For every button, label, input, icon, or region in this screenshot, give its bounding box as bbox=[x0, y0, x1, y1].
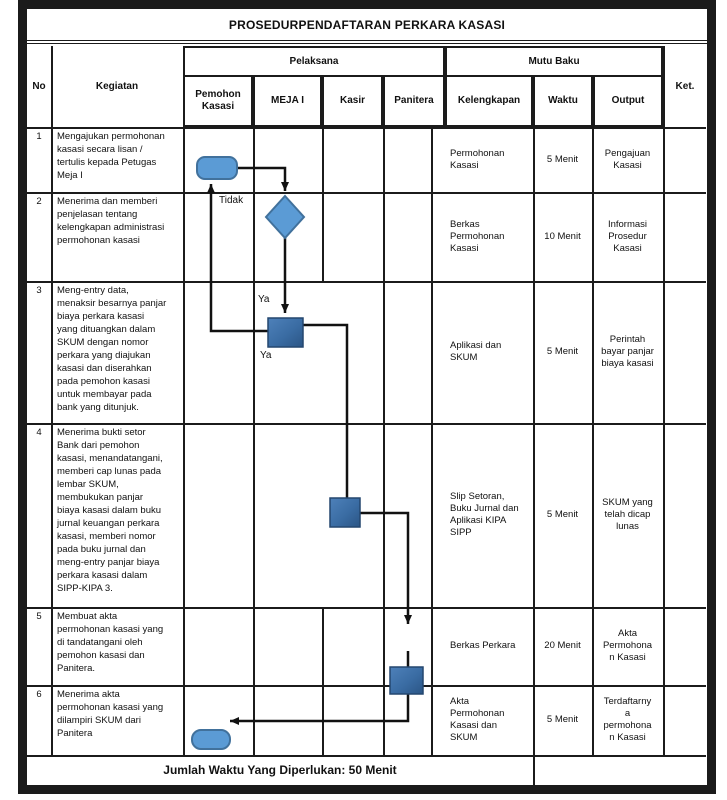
row-kegiatan: Menerima akta permohonan kasasi yang dil… bbox=[57, 689, 164, 739]
connector-process3-to-end bbox=[230, 694, 410, 725]
process-box-kasir bbox=[329, 497, 361, 528]
row-waktu: 5 Menit bbox=[546, 714, 579, 725]
row-divider bbox=[27, 192, 706, 194]
process-box-meja1 bbox=[267, 317, 304, 348]
row-no: 5 bbox=[36, 611, 42, 622]
header-no: No bbox=[32, 81, 46, 92]
row-waktu: 5 Menit bbox=[546, 509, 579, 520]
connector-process2-to-process3 bbox=[360, 511, 412, 624]
outer-frame bbox=[18, 0, 716, 794]
row-kegiatan: Mengajukan permohonan kasasi secara lisa… bbox=[57, 131, 165, 181]
row-waktu: 5 Menit bbox=[546, 346, 579, 357]
row-kegiatan: Meng-entry data, menaksir besarnya panja… bbox=[57, 285, 167, 413]
label-tidak: Tidak bbox=[219, 195, 244, 206]
row-kelengkapan: Permohonan Kasasi bbox=[450, 147, 505, 171]
header-kelengkapan: Kelengkapan bbox=[445, 75, 533, 127]
header-output: Output bbox=[593, 75, 663, 127]
row-kelengkapan: Slip Setoran, Buku Jurnal dan Aplikasi K… bbox=[450, 491, 519, 538]
connector-process1-to-process2 bbox=[303, 323, 349, 498]
col-divider-kelengkapan bbox=[533, 127, 535, 757]
row-no: 4 bbox=[36, 427, 42, 438]
row-divider bbox=[27, 755, 706, 757]
total-time-footer: Jumlah Waktu Yang Diperlukan: 50 Menit bbox=[163, 763, 397, 777]
header-waktu: Waktu bbox=[533, 75, 593, 127]
col-divider-meja1-top bbox=[322, 127, 324, 281]
row-divider bbox=[27, 281, 706, 283]
header-pelaksana: Pelaksana bbox=[183, 46, 445, 77]
header-kasir: Kasir bbox=[322, 75, 383, 127]
row-kelengkapan: Akta Permohonan Kasasi dan SKUM bbox=[450, 696, 505, 743]
row-kelengkapan: Berkas Perkara bbox=[450, 640, 516, 651]
header-kegiatan: Kegiatan bbox=[95, 81, 139, 92]
header-panitera: Panitera bbox=[383, 75, 445, 127]
row-waktu: 5 Menit bbox=[546, 153, 579, 165]
header-meja-1: MEJA I bbox=[253, 75, 322, 127]
col-divider-no bbox=[51, 46, 53, 757]
footer-divider bbox=[533, 755, 535, 785]
header-ket: Ket. bbox=[675, 81, 695, 92]
row-output: Perintah bayar panjar biaya kasasi bbox=[601, 334, 654, 369]
header-pemohon-kasasi: Pemohon Kasasi bbox=[183, 75, 253, 127]
row-kegiatan: Menerima bukti setor Bank dari pemohon k… bbox=[57, 427, 163, 594]
terminator-start bbox=[196, 156, 238, 180]
row-divider bbox=[27, 607, 706, 609]
label-ya-top: Ya bbox=[258, 294, 270, 305]
row-no: 6 bbox=[36, 689, 42, 700]
row-waktu: 10 Menit bbox=[544, 230, 581, 242]
row-output: Akta Permohona n Kasasi bbox=[602, 628, 653, 663]
row-no: 2 bbox=[36, 196, 42, 207]
row-kegiatan: Membuat akta permohonan kasasi yang di t… bbox=[57, 611, 164, 674]
connector-tidak-return-to-start bbox=[207, 184, 268, 333]
col-divider-kegiatan bbox=[183, 127, 185, 757]
col-divider-pemohon bbox=[253, 127, 255, 757]
label-ya-bottom: Ya bbox=[260, 350, 272, 361]
row-kegiatan: Menerima dan memberi penjelasan tentang … bbox=[57, 196, 165, 246]
row-kelengkapan: Aplikasi dan SKUM bbox=[450, 340, 502, 363]
row-waktu: 20 Menit bbox=[544, 640, 581, 651]
col-divider-output bbox=[663, 46, 665, 757]
col-divider-waktu bbox=[592, 127, 594, 757]
process-box-panitera bbox=[389, 666, 424, 695]
row-output: Informasi Prosedur Kasasi bbox=[607, 218, 648, 254]
row-divider bbox=[27, 423, 706, 425]
row-output: SKUM yang telah dicap lunas bbox=[602, 497, 653, 532]
row-kelengkapan: Berkas Permohonan Kasasi bbox=[450, 218, 505, 254]
col-divider-meja1-bottom bbox=[322, 607, 324, 757]
row-no: 1 bbox=[36, 131, 42, 142]
col-divider-kasir bbox=[383, 127, 385, 757]
connector-start-to-decision bbox=[237, 166, 289, 191]
row-output: Terdaftarny a permohona n Kasasi bbox=[603, 696, 652, 743]
page-title: PROSEDURPENDAFTARAN PERKARA KASASI bbox=[27, 9, 707, 44]
row-divider bbox=[27, 127, 706, 129]
row-divider bbox=[27, 685, 706, 687]
terminator-end bbox=[191, 729, 231, 750]
row-no: 3 bbox=[36, 285, 42, 296]
row-output: Pengajuan Kasasi bbox=[604, 147, 651, 171]
decision-diamond bbox=[264, 194, 306, 240]
col-divider-panitera bbox=[431, 127, 433, 757]
